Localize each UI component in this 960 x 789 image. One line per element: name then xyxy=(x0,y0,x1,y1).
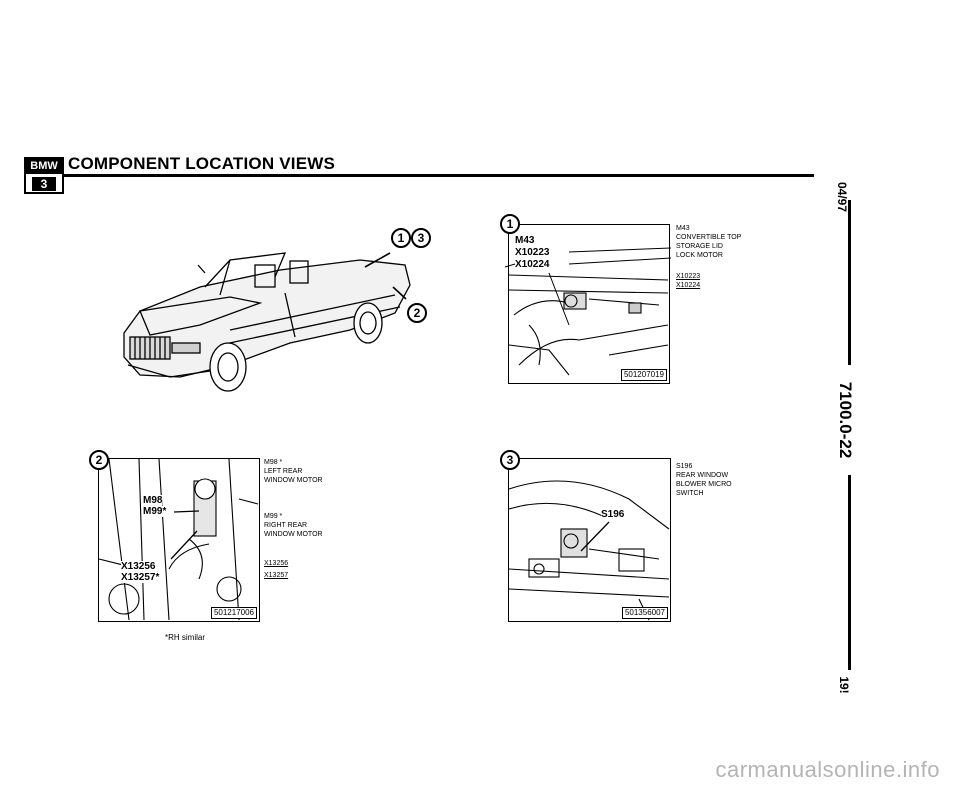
legend-line: WINDOW MOTOR xyxy=(264,477,323,484)
legend-line: RIGHT REAR xyxy=(264,522,308,529)
overview-callout-2: 2 xyxy=(407,303,427,323)
logo-brand-text: BMW xyxy=(26,159,62,174)
legend-line: S196 xyxy=(676,463,693,470)
panel-1-photo-id: 501207019 xyxy=(620,369,667,381)
legend-line: M43 xyxy=(676,225,690,232)
panel-3-leader-lines xyxy=(580,521,610,552)
legend-line: STORAGE LID xyxy=(676,243,723,250)
watermark: carmanualsonline.info xyxy=(715,757,940,782)
header-rule xyxy=(64,174,814,177)
legend-line: REAR WINDOW xyxy=(676,472,729,479)
legend-line: X13256 xyxy=(264,560,289,567)
overview-callout-3: 3 xyxy=(411,228,431,248)
panel-2-leader-lines xyxy=(170,510,200,560)
convertible-car-illustration xyxy=(123,252,411,392)
detail-panel-3: S196 501356007 xyxy=(508,458,671,622)
panel-1-label-m43: M43 xyxy=(515,235,535,246)
legend-line: CONVERTIBLE TOP xyxy=(676,234,742,241)
panel-2-label-x13256: X13256 xyxy=(121,561,156,572)
panel-1-legend: M43 CONVERTIBLE TOP STORAGE LID LOCK MOT… xyxy=(676,224,741,290)
bmw-logo: BMW 3 xyxy=(24,157,64,194)
legend-line: WINDOW MOTOR xyxy=(264,531,323,538)
panel-3-label-s196: S196 xyxy=(601,509,625,520)
panel-1-leader-lines xyxy=(504,247,672,326)
panel-2-label-x13257: X13257* xyxy=(121,572,160,583)
panel-1-number: 1 xyxy=(500,214,520,234)
car-overview: 1 3 2 xyxy=(110,225,440,405)
legend-line: X10224 xyxy=(676,282,701,289)
panel-2-label-m99: M99* xyxy=(143,506,167,517)
page-number: 19! xyxy=(837,676,851,694)
blower-switch-photo xyxy=(508,480,670,621)
detail-panel-2: M98 M99* X13256 X13257* 501217006 xyxy=(98,458,260,622)
date-code: 04/97 xyxy=(835,181,849,213)
legend-line: LOCK MOTOR xyxy=(676,252,723,259)
legend-line: SWITCH xyxy=(676,490,704,497)
panel-3-number: 3 xyxy=(500,450,520,470)
legend-line: X10223 xyxy=(676,273,701,280)
trunk-lid-photo xyxy=(508,225,669,376)
panel-3-photo-id: 501356007 xyxy=(621,607,668,619)
panel-1-label-x10223: X10223 xyxy=(515,247,550,258)
section-number: 7100.0-22 xyxy=(835,365,855,475)
panel-2-legend: M98 * LEFT REAR WINDOW MOTOR M99 * RIGHT… xyxy=(264,458,323,580)
legend-line: M98 * xyxy=(264,459,283,466)
legend-line: LEFT REAR xyxy=(264,468,303,475)
legend-line: X13257 xyxy=(264,572,289,579)
panel-2-number: 2 xyxy=(89,450,109,470)
window-motor-photo xyxy=(98,458,259,621)
page-title: COMPONENT LOCATION VIEWS xyxy=(68,154,336,173)
panel-2-photo-id: 501217006 xyxy=(210,607,257,619)
panel-1-label-x10224: X10224 xyxy=(515,259,550,270)
overview-callout-1: 1 xyxy=(391,228,411,248)
logo-series-text: 3 xyxy=(32,177,56,191)
panel-2-label-m98: M98 xyxy=(143,495,163,506)
legend-line: BLOWER MICRO xyxy=(676,481,732,488)
panel-3-legend: S196 REAR WINDOW BLOWER MICRO SWITCH xyxy=(676,462,732,498)
footnote: *RH similar xyxy=(165,633,205,642)
legend-line: M99 * xyxy=(264,513,283,520)
detail-panel-1: M43 X10223 X10224 501207019 xyxy=(504,224,672,384)
